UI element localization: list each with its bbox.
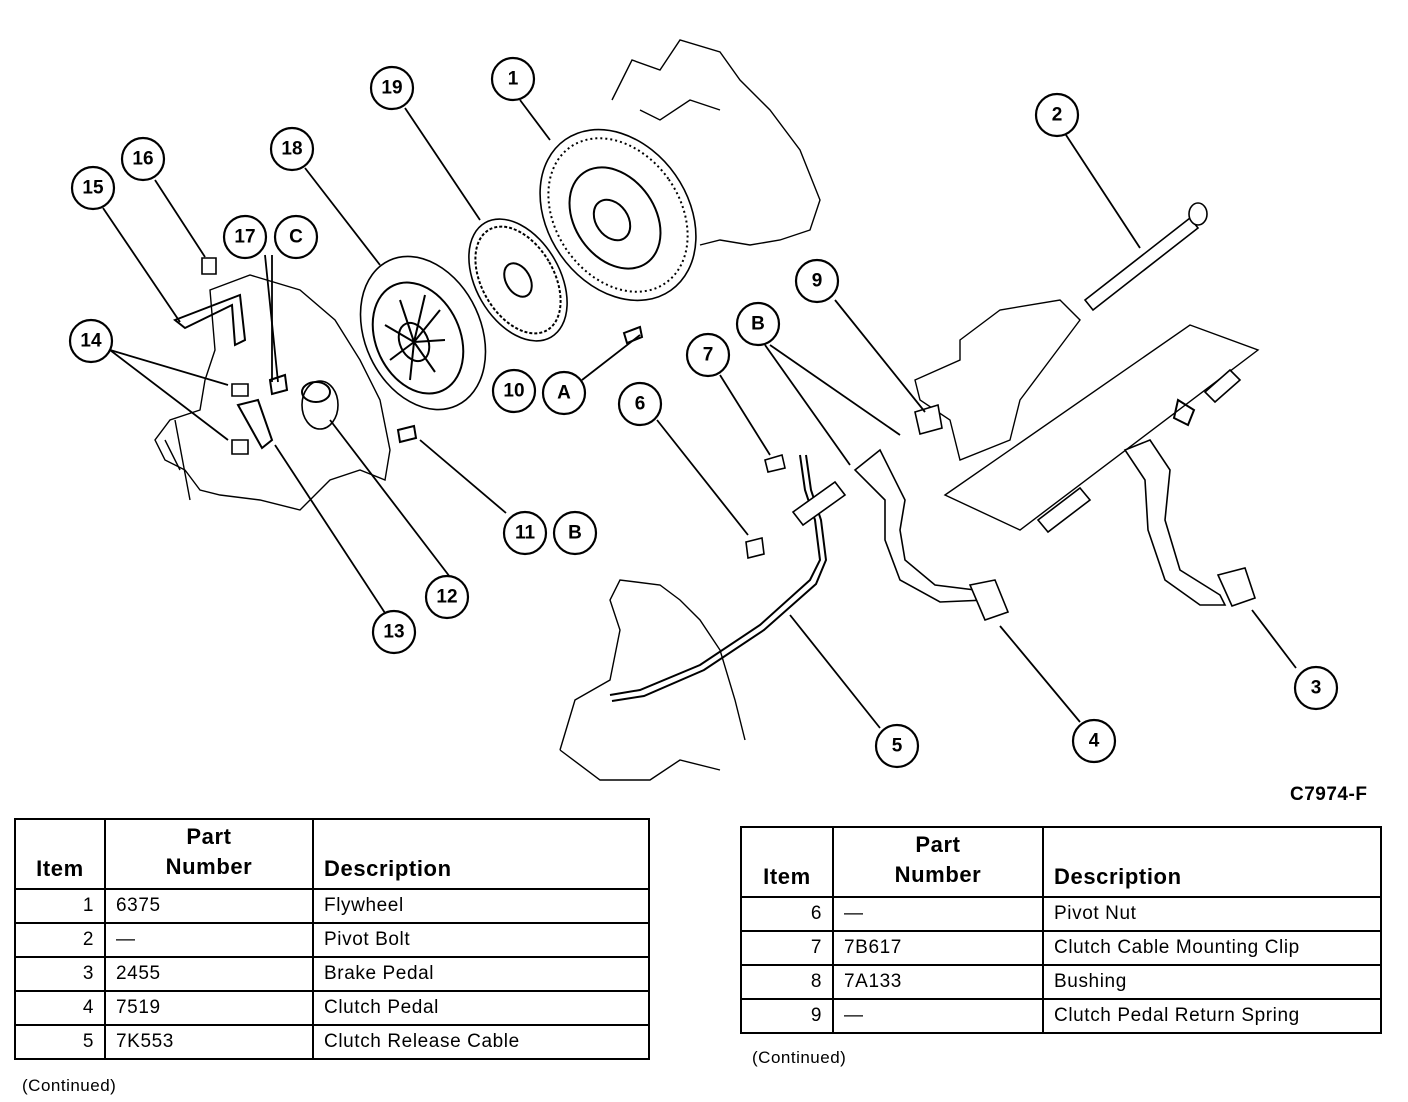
cable-clip — [764, 453, 786, 473]
callout-A: A — [541, 370, 587, 416]
svg-text:19: 19 — [381, 78, 402, 99]
pivot-nut — [745, 537, 765, 559]
release-bearing — [301, 380, 339, 430]
svg-text:1: 1 — [508, 69, 519, 90]
svg-text:2: 2 — [1052, 105, 1063, 126]
bolt-17 — [268, 373, 289, 396]
flywheel — [539, 128, 697, 302]
transmission-detail — [164, 419, 191, 501]
brake-pedal — [1123, 439, 1257, 607]
callout-7: 7 — [685, 332, 731, 378]
figure-id: C7974-F — [1290, 784, 1368, 805]
callout-13: 13 — [371, 609, 417, 655]
svg-text:13: 13 — [383, 622, 404, 643]
continued-note-1: (Continued) — [22, 1076, 117, 1095]
pressure-plate — [359, 255, 487, 411]
callout-16: 16 — [120, 136, 166, 182]
callout-19: 19 — [369, 65, 415, 111]
bushing-lower — [1036, 486, 1092, 534]
dash-panel — [943, 324, 1260, 531]
release-lever — [173, 293, 247, 347]
table-row: 2—Pivot Bolt — [14, 922, 650, 958]
callout-10: 10 — [491, 368, 537, 414]
clutch-pedal — [853, 448, 1010, 622]
callout-1: 1 — [490, 56, 536, 102]
transmission-housing — [154, 274, 391, 511]
continued-note-2: (Continued) — [752, 1048, 847, 1067]
callout-5: 5 — [874, 723, 920, 769]
svg-text:5: 5 — [892, 736, 903, 757]
pressure-plate-bolt — [396, 424, 418, 444]
clutch-disc — [468, 218, 568, 342]
engine-block-detail — [639, 99, 721, 121]
svg-text:A: A — [557, 383, 571, 404]
svg-text:C: C — [289, 227, 303, 248]
callout-3: 3 — [1293, 665, 1339, 711]
callout-9: 9 — [794, 258, 840, 304]
table-row: 9—Clutch Pedal Return Spring — [740, 998, 1382, 1034]
callout-18: 18 — [269, 126, 315, 172]
svg-text:16: 16 — [132, 149, 153, 170]
dowel-pin — [622, 325, 644, 345]
pivot-bolt — [1083, 202, 1208, 312]
table-row: 6—Pivot Nut — [740, 896, 1382, 932]
callout-11: 11 — [502, 510, 548, 556]
callout-2: 2 — [1034, 92, 1080, 138]
svg-text:B: B — [751, 314, 765, 335]
svg-text:17: 17 — [234, 227, 255, 248]
callout-12: 12 — [424, 574, 470, 620]
svg-text:9: 9 — [812, 271, 823, 292]
header-item: Item — [14, 818, 106, 890]
leader-lines — [102, 99, 1297, 729]
callout-15: 15 — [70, 165, 116, 211]
clutch-release-cable — [609, 454, 847, 702]
header-description: Description — [1042, 826, 1382, 898]
header-description: Description — [312, 818, 650, 890]
nut-14-lower — [231, 439, 249, 455]
callout-14: 14 — [68, 318, 114, 364]
svg-text:10: 10 — [503, 381, 524, 402]
spacer — [1172, 398, 1196, 427]
svg-text:4: 4 — [1089, 731, 1100, 752]
spring-16 — [201, 257, 217, 275]
callout-4: 4 — [1071, 718, 1117, 764]
svg-text:15: 15 — [82, 178, 104, 199]
callout-C: C — [273, 214, 319, 260]
svg-text:12: 12 — [436, 587, 457, 608]
callout-17: 17 — [222, 214, 268, 260]
return-spring — [914, 403, 943, 435]
bushing-upper — [1203, 368, 1242, 404]
pedal-bracket — [914, 299, 1081, 461]
header-item: Item — [740, 826, 834, 898]
svg-text:6: 6 — [635, 394, 646, 415]
callout-B-right: B — [735, 301, 781, 347]
nut-14-upper — [231, 383, 249, 397]
svg-text:3: 3 — [1311, 678, 1322, 699]
exploded-diagram: 1 2 3 4 5 6 7 9 B 10 A 11 B 12 13 14 15 … — [68, 39, 1339, 781]
svg-text:11: 11 — [515, 523, 536, 544]
svg-text:B: B — [568, 523, 582, 544]
svg-text:7: 7 — [703, 345, 714, 366]
callout-6: 6 — [617, 381, 663, 427]
transmission-lower-outline — [559, 579, 746, 781]
release-fork — [236, 398, 274, 450]
svg-text:18: 18 — [281, 139, 302, 160]
callout-B-left: B — [552, 510, 598, 556]
svg-text:14: 14 — [80, 331, 102, 352]
engine-block-outline — [611, 39, 821, 246]
